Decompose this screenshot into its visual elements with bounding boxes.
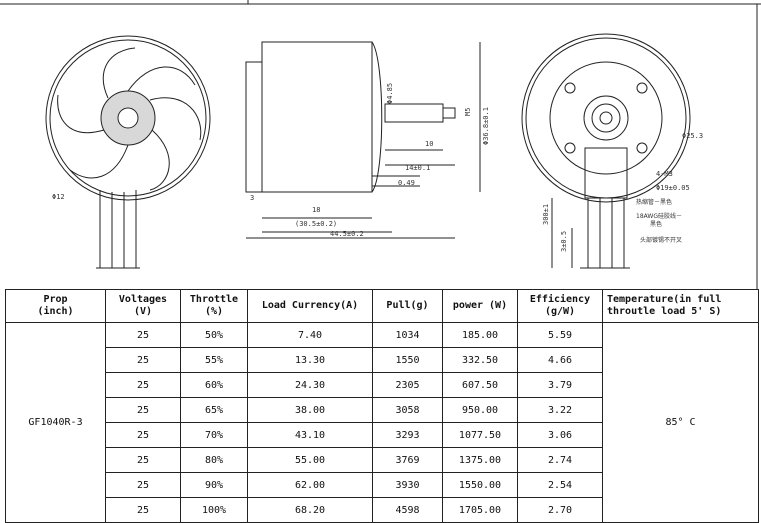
front-view (45, 35, 211, 269)
technical-drawing: Φ12 Φ4.85 M5 Φ36.8±0.1 10 14±0.1 0.49 3 … (0, 0, 761, 289)
cell-pull: 2305 (372, 372, 443, 398)
cell-efficiency: 3.06 (517, 422, 603, 448)
cell-voltage: 25 (105, 422, 181, 448)
dim-phi12: Φ12 (52, 193, 65, 201)
cell-voltage: 25 (105, 472, 181, 498)
cell-temperature: 85° C (602, 322, 759, 523)
performance-table: Prop(inch) Voltages(V) Throttle(%) Load … (5, 289, 759, 523)
cell-pull: 3293 (372, 422, 443, 448)
cell-efficiency: 3.79 (517, 372, 603, 398)
dim-phi368: Φ36.8±0.1 (482, 107, 490, 145)
cell-current: 24.30 (247, 372, 373, 398)
dim-14: 14±0.1 (405, 164, 430, 172)
cell-pull: 1034 (372, 322, 443, 348)
cell-voltage: 25 (105, 397, 181, 423)
cell-pull: 4598 (372, 497, 443, 523)
dim-phi253: Φ25.3 (682, 132, 703, 140)
dim-049: 0.49 (398, 179, 415, 187)
cell-current: 7.40 (247, 322, 373, 348)
cell-voltage: 25 (105, 372, 181, 398)
header-pull: Pull(g) (372, 289, 443, 323)
cell-prop: GF1040R-3 (5, 322, 106, 523)
header-prop: Prop(inch) (5, 289, 106, 323)
dim-300: 300±1 (542, 204, 550, 225)
side-view (245, 41, 481, 239)
cell-current: 38.00 (247, 397, 373, 423)
cell-pull: 1550 (372, 347, 443, 373)
back-view (521, 33, 691, 269)
dim-10: 10 (425, 140, 433, 148)
note-tinned: 头部镀锡不开叉 (640, 236, 682, 244)
cell-current: 68.20 (247, 497, 373, 523)
cell-power: 1550.00 (442, 472, 518, 498)
cell-power: 1077.50 (442, 422, 518, 448)
cell-voltage: 25 (105, 497, 181, 523)
cell-efficiency: 4.66 (517, 347, 603, 373)
cell-power: 1705.00 (442, 497, 518, 523)
dim-phi19: Φ19±0.05 (656, 184, 690, 192)
dim-18: 18 (312, 206, 320, 214)
dim-phi485: Φ4.85 (386, 83, 394, 104)
table-header-row: Prop(inch) Voltages(V) Throttle(%) Load … (5, 289, 759, 323)
cell-power: 950.00 (442, 397, 518, 423)
cell-throttle: 70% (180, 422, 248, 448)
cell-voltage: 25 (105, 322, 181, 348)
cell-current: 55.00 (247, 447, 373, 473)
cell-efficiency: 2.70 (517, 497, 603, 523)
dim-305: (30.5±0.2) (295, 220, 337, 228)
header-voltages: Voltages(V) (105, 289, 181, 323)
note-wire-color: 黑色 (650, 220, 662, 228)
cell-current: 62.00 (247, 472, 373, 498)
cell-efficiency: 2.54 (517, 472, 603, 498)
cell-power: 1375.00 (442, 447, 518, 473)
cell-power: 607.50 (442, 372, 518, 398)
header-throttle: Throttle(%) (180, 289, 248, 323)
header-efficiency: Efficiency(g/W) (517, 289, 603, 323)
drawing-svg: Φ12 Φ4.85 M5 Φ36.8±0.1 10 14±0.1 0.49 3 … (0, 0, 761, 289)
cell-throttle: 50% (180, 322, 248, 348)
dim-35: 3±0.5 (560, 231, 568, 252)
note-heatshrink: 热缩管－黑色 (636, 198, 672, 206)
cell-current: 13.30 (247, 347, 373, 373)
cell-pull: 3930 (372, 472, 443, 498)
dim-m3: 4-M3 (656, 170, 673, 178)
cell-throttle: 55% (180, 347, 248, 373)
cell-current: 43.10 (247, 422, 373, 448)
cell-efficiency: 5.59 (517, 322, 603, 348)
cell-voltage: 25 (105, 347, 181, 373)
dim-3: 3 (250, 194, 254, 202)
cell-throttle: 80% (180, 447, 248, 473)
cell-throttle: 100% (180, 497, 248, 523)
header-load-current: Load Currency(A) (247, 289, 373, 323)
cell-pull: 3058 (372, 397, 443, 423)
cell-throttle: 65% (180, 397, 248, 423)
cell-throttle: 90% (180, 472, 248, 498)
cell-throttle: 60% (180, 372, 248, 398)
cell-voltage: 25 (105, 447, 181, 473)
cell-efficiency: 2.74 (517, 447, 603, 473)
dim-m5: M5 (464, 108, 472, 116)
header-power: power (W) (442, 289, 518, 323)
cell-pull: 3769 (372, 447, 443, 473)
dim-445: 44.5±0.2 (330, 230, 364, 238)
cell-efficiency: 3.22 (517, 397, 603, 423)
cell-power: 185.00 (442, 322, 518, 348)
cell-power: 332.50 (442, 347, 518, 373)
note-wire: 18AWG硅胶线－ (636, 212, 682, 220)
